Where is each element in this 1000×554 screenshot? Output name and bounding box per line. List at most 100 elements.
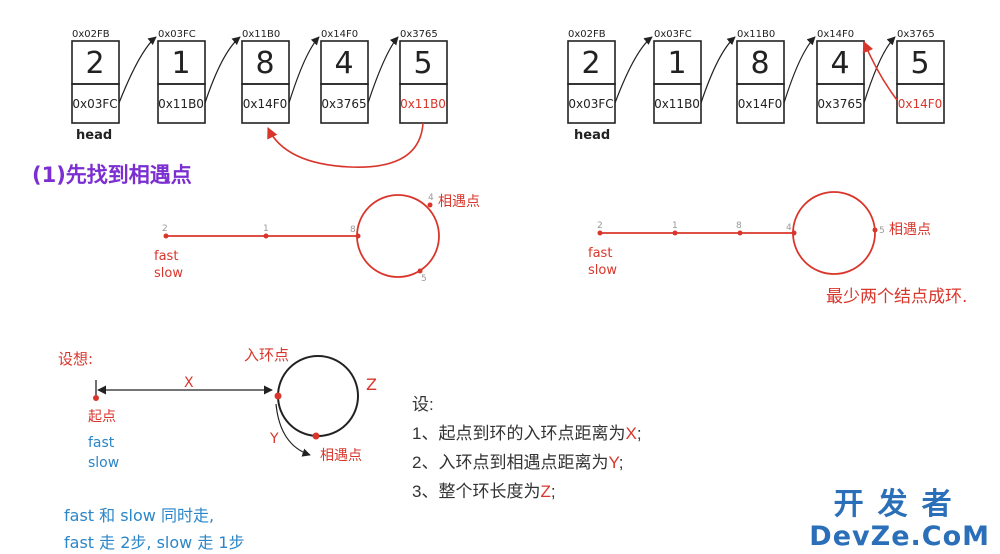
ring-diagram-right: 2 1 8 4 5 相遇点 fast slow 最少两个结点成环.	[588, 191, 967, 307]
list-node: 0x14F0 4 0x3765	[816, 29, 865, 124]
legend-text: ;	[618, 453, 624, 472]
legend-line: 3、整个环长度为Z;	[412, 477, 642, 506]
next-arrow	[367, 36, 399, 104]
cycle-arrow	[267, 122, 424, 168]
node-next-box	[896, 83, 945, 124]
assume-title: 设想:	[58, 350, 93, 368]
fast-label: fast	[88, 435, 115, 451]
linked-list-left: 0x02FB 2 0x03FC 0x03FC 1 0x11B0 0x11B0 8…	[71, 29, 448, 168]
node-next-box	[399, 83, 448, 124]
next-arrow	[700, 36, 736, 104]
step-title: (1)先找到相遇点	[32, 163, 192, 187]
node-next-pointer: 0x11B0	[158, 97, 204, 111]
next-arrow	[288, 36, 320, 104]
ring-diagram-left: 2 1 8 4 5 相遇点 fast slow	[154, 193, 480, 284]
legend-line: 2、入环点到相遇点距离为Y;	[412, 448, 642, 477]
point-label: 8	[736, 221, 742, 231]
point-dot	[672, 230, 678, 236]
rule-note-line1: fast 和 slow 同时走,	[64, 506, 214, 525]
legend-var: X	[625, 424, 637, 443]
rule-note-line2: fast 走 2步, slow 走 1步	[64, 533, 245, 552]
z-label: Z	[366, 375, 377, 394]
point-label: 2	[162, 224, 168, 234]
logo-cn: 开发者	[833, 487, 966, 522]
point-dot	[263, 233, 269, 239]
list-node: 0x02FB 2 0x03FC	[567, 29, 616, 124]
node-value: 4	[830, 46, 849, 81]
node-address: 0x02FB	[568, 29, 606, 40]
node-next-box	[567, 83, 616, 124]
entry-dot	[274, 392, 282, 400]
point-label: 1	[263, 224, 269, 234]
cycle-arrow	[862, 40, 898, 101]
node-address: 0x03FC	[654, 29, 692, 40]
node-value: 4	[334, 46, 353, 81]
list-node: 0x03FC 1 0x11B0	[653, 29, 702, 124]
next-arrow	[118, 36, 157, 104]
y-distance-arrow	[275, 403, 311, 457]
point-dot	[427, 202, 433, 208]
node-value: 2	[85, 46, 104, 81]
site-logo: 开发者 DevZe.CoM	[809, 488, 990, 552]
list-node: 0x03FC 1 0x11B0	[157, 29, 206, 124]
node-value: 1	[667, 46, 686, 81]
fast-label: fast	[154, 249, 178, 264]
legend-title: 设:	[412, 395, 434, 414]
node-next-pointer: 0x3765	[817, 97, 862, 111]
node-next-box	[653, 83, 702, 124]
point-label: 5	[879, 226, 885, 236]
x-label: X	[184, 375, 194, 391]
node-value: 8	[255, 46, 274, 81]
entry-point-label: 入环点	[244, 346, 289, 364]
node-next-pointer: 0x14F0	[738, 97, 783, 111]
next-arrow	[204, 36, 241, 104]
point-dot	[791, 230, 797, 236]
node-value: 1	[171, 46, 190, 81]
point-label: 4	[786, 223, 792, 233]
legend-var: Z	[540, 482, 551, 501]
node-address: 0x14F0	[817, 29, 854, 40]
point-dot	[163, 233, 169, 239]
assumption-diagram: 设想: 入环点 X Z Y 相遇点 起点 fast slow fast 和 sl…	[58, 346, 377, 552]
next-arrow	[863, 36, 896, 104]
legend-text: ;	[636, 424, 642, 443]
legend-line: 1、起点到环的入环点距离为X;	[412, 419, 642, 448]
node-value: 8	[750, 46, 769, 81]
head-label: head	[76, 128, 112, 143]
node-next-pointer: 0x14F0	[243, 97, 288, 111]
ring-circle	[277, 355, 359, 437]
legend-var: Y	[608, 453, 619, 472]
list-node: 0x3765 5 0x14F0	[896, 29, 945, 124]
logo-en: DevZe.CoM	[809, 521, 990, 552]
slow-label: slow	[88, 455, 119, 471]
head-label: head	[574, 128, 610, 143]
list-node: 0x3765 5 0x11B0	[399, 29, 448, 124]
ring-circle	[356, 194, 440, 278]
node-next-pointer: 0x3765	[321, 97, 366, 111]
point-label: 4	[428, 193, 434, 203]
y-label: Y	[269, 431, 279, 447]
node-address: 0x03FC	[158, 29, 196, 40]
meet-point-label: 相遇点	[438, 194, 480, 210]
node-next-pointer: 0x03FC	[568, 97, 613, 111]
meet-point-label: 相遇点	[320, 448, 362, 464]
legend-text: 2、入环点到相遇点距离为	[412, 453, 609, 472]
node-next-box	[241, 83, 290, 124]
node-address: 0x3765	[400, 29, 438, 40]
slow-label: slow	[154, 266, 183, 281]
node-next-box	[816, 83, 865, 124]
node-value: 5	[910, 46, 929, 81]
node-address: 0x3765	[897, 29, 935, 40]
point-label: 2	[597, 221, 603, 231]
node-address: 0x11B0	[737, 29, 775, 40]
list-node: 0x11B0 8 0x14F0	[241, 29, 290, 124]
start-dot	[93, 395, 99, 401]
node-address: 0x02FB	[72, 29, 110, 40]
point-dot	[872, 227, 878, 233]
meet-dot	[312, 432, 320, 440]
node-next-pointer: 0x11B0	[400, 97, 446, 111]
node-next-box	[320, 83, 369, 124]
point-label: 5	[421, 274, 427, 284]
slow-label: slow	[588, 263, 617, 278]
